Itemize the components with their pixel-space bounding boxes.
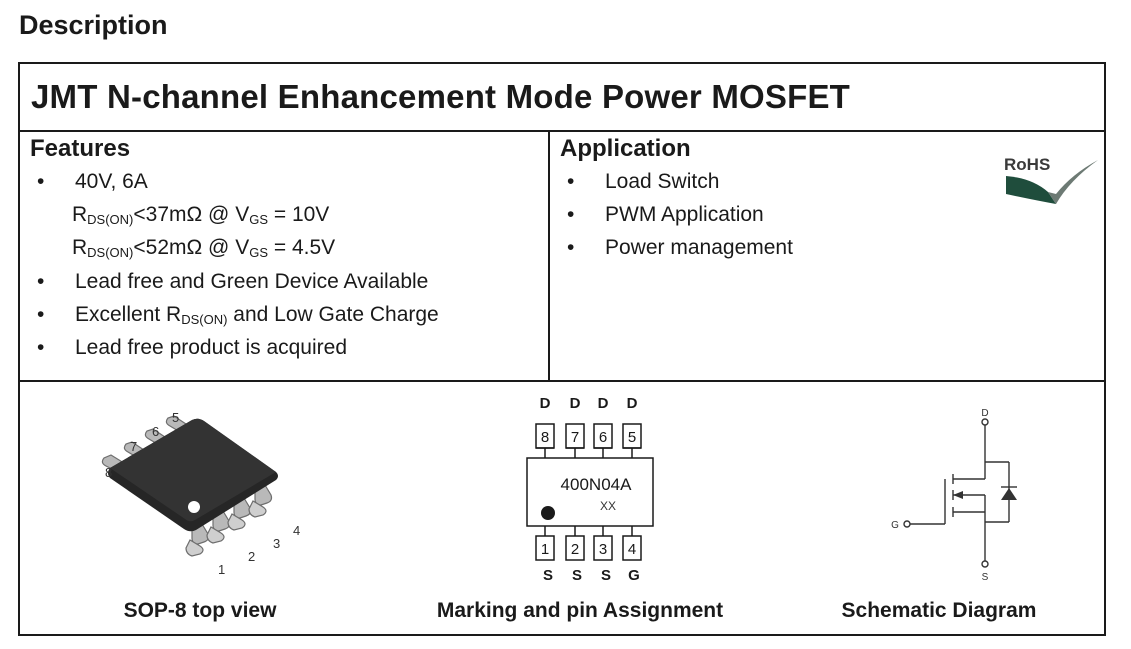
bullet-icon: • xyxy=(37,336,45,359)
pin-function-label: D xyxy=(540,395,551,412)
pin-function-label: G xyxy=(628,567,640,584)
application-heading: Application xyxy=(560,135,691,162)
drain-label: D xyxy=(981,408,988,419)
pin-function-label: D xyxy=(570,395,581,412)
pin-number: 5 xyxy=(628,429,636,446)
title-row: JMT N-channel Enhancement Mode Power MOS… xyxy=(20,64,1104,132)
body-diode-icon xyxy=(1001,488,1017,500)
features-heading: Features xyxy=(30,135,131,162)
channel-arrow-icon xyxy=(953,491,963,499)
pin1-dot-icon xyxy=(541,506,555,520)
feature-lead-free: Lead free product is acquired xyxy=(75,336,348,359)
pin-label: 1 xyxy=(218,562,225,577)
rds-spec-4v5: RDS(ON)<52mΩ @ VGS = 4.5V xyxy=(72,236,336,260)
application-cell: Application • Load Switch • PWM Applicat… xyxy=(550,130,1106,380)
bullet-icon: • xyxy=(567,170,575,193)
pin-number: 8 xyxy=(541,429,549,446)
pin-number: 7 xyxy=(571,429,579,446)
bullet-icon: • xyxy=(37,303,45,326)
figures-row: 1 2 3 4 5 6 7 8 SOP-8 top view D D D D xyxy=(20,380,1104,636)
pin-function-label: S xyxy=(543,567,553,584)
pin-label: 3 xyxy=(273,536,280,551)
source-label: S xyxy=(982,572,989,583)
sop8-caption: SOP-8 top view xyxy=(123,599,277,622)
pin-label: 2 xyxy=(248,549,255,564)
pin-number: 2 xyxy=(571,541,579,558)
part-number: 400N04A xyxy=(561,475,633,494)
rohs-swoosh-icon xyxy=(1006,176,1056,204)
pin-number: 4 xyxy=(628,541,636,558)
bullet-icon: • xyxy=(567,236,575,259)
pin-function-label: S xyxy=(572,567,582,584)
mosfet-schematic: D G S xyxy=(891,408,1017,583)
rds-spec-10v: RDS(ON)<37mΩ @ VGS = 10V xyxy=(72,203,330,227)
pin-function-label: D xyxy=(627,395,638,412)
bullet-icon: • xyxy=(37,170,45,193)
marking-caption: Marking and pin Assignment xyxy=(436,599,724,622)
pin-label: 4 xyxy=(293,523,300,538)
ic-body xyxy=(526,457,654,527)
application-item: Load Switch xyxy=(605,170,720,193)
sop8-package-illustration: 1 2 3 4 5 6 7 8 xyxy=(101,410,300,577)
spec-rating: 40V, 6A xyxy=(75,170,148,193)
pin-label: 6 xyxy=(152,424,159,439)
marking-diagram: D D D D xyxy=(526,395,654,584)
datasheet-table: JMT N-channel Enhancement Mode Power MOS… xyxy=(18,62,1106,636)
rohs-label: RoHS xyxy=(1004,155,1050,174)
pin-label: 5 xyxy=(172,410,179,425)
pin-number: 3 xyxy=(599,541,607,558)
pin-function-label: S xyxy=(601,567,611,584)
pin-number: 6 xyxy=(599,429,607,446)
bullet-icon: • xyxy=(567,203,575,226)
product-title: JMT N-channel Enhancement Mode Power MOS… xyxy=(31,78,851,115)
pin-function-label: D xyxy=(598,395,609,412)
rohs-check-icon xyxy=(1048,160,1098,204)
application-item: PWM Application xyxy=(605,203,764,226)
date-code: XX xyxy=(600,499,616,513)
pin-number: 1 xyxy=(541,541,549,558)
pin1-marker-icon xyxy=(188,501,200,513)
gate-label: G xyxy=(891,520,899,531)
section-heading: Description xyxy=(19,10,168,40)
feature-green-device: Lead free and Green Device Available xyxy=(75,270,429,293)
rohs-logo-icon: RoHS xyxy=(1004,155,1098,204)
application-item: Power management xyxy=(605,236,793,259)
feature-low-gate-charge: Excellent RDS(ON) and Low Gate Charge xyxy=(75,303,439,327)
pin-label: 8 xyxy=(105,465,112,480)
pin-label: 7 xyxy=(130,439,137,454)
schematic-caption: Schematic Diagram xyxy=(841,599,1037,622)
bullet-icon: • xyxy=(37,270,45,293)
features-cell: Features • 40V, 6A RDS(ON)<37mΩ @ VGS = … xyxy=(20,130,550,380)
